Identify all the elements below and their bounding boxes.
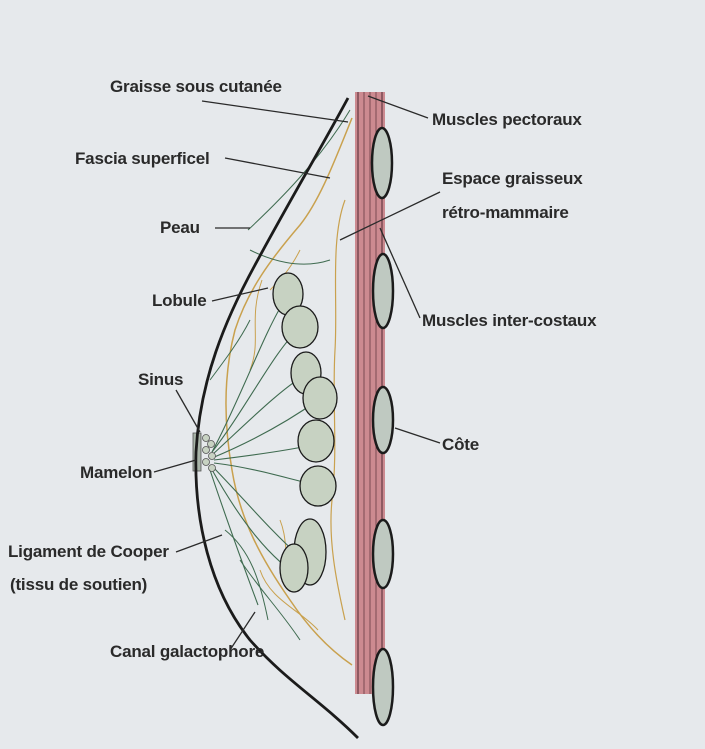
rib-5: [373, 649, 393, 725]
label-canal-galactophore: Canal galactophore: [110, 642, 264, 661]
lobules: [273, 273, 337, 592]
rib-3: [373, 387, 393, 453]
label-fascia-superficiel: Fascia superficel: [75, 149, 210, 168]
rib-2: [373, 254, 393, 328]
label-graisse-sous-cutanee: Graisse sous cutanée: [110, 77, 282, 96]
label-tissu-soutien: (tissu de soutien): [10, 575, 147, 594]
label-mamelon: Mamelon: [80, 463, 152, 482]
label-muscles-inter-costaux: Muscles inter-costaux: [422, 311, 597, 330]
label-espace-graisseux: Espace graisseux: [442, 169, 583, 188]
label-retro-mammaire: rétro-mammaire: [442, 203, 569, 222]
label-ligament-cooper: Ligament de Cooper: [8, 542, 169, 561]
sinus-cluster: [203, 435, 216, 472]
label-lobule: Lobule: [152, 291, 207, 310]
label-muscles-pectoraux: Muscles pectoraux: [432, 110, 582, 129]
rib-1: [372, 128, 392, 198]
rib-4: [373, 520, 393, 588]
label-sinus: Sinus: [138, 370, 183, 389]
label-peau: Peau: [160, 218, 200, 237]
label-cote: Côte: [442, 435, 479, 454]
